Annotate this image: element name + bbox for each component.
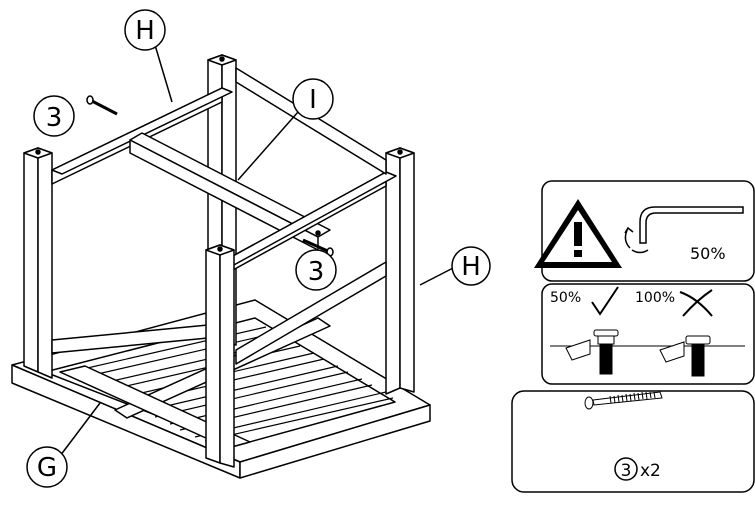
label-3-mid: 3 [308,257,325,287]
post-front-right [205,244,235,468]
bolt-half-icon [565,329,619,375]
label-i: I [309,85,317,115]
cross-icon [679,289,713,317]
callout-3-left [33,95,75,137]
post-back-right [385,147,415,395]
compare-full: 100% [635,290,675,306]
label-g: G [37,453,57,483]
callout-h-top [124,9,166,51]
panel-compare: 50% 100% [541,283,755,385]
callout-h-right [451,246,491,286]
allen-key-icon [624,206,744,254]
label-3-left: 3 [46,103,63,133]
callout-g [26,446,68,488]
callout-3-mid [295,249,337,291]
panel-tighten: 50% [534,180,755,282]
label-h-top: H [135,16,155,46]
bolt-left [86,95,118,116]
check-icon [591,286,619,316]
bolt-icon [584,391,663,410]
compare-half: 50% [550,290,581,306]
part-qty: x2 [640,461,661,481]
warning-triangle-icon [534,199,622,268]
bolt-full-icon [659,335,711,377]
post-front-left [23,147,53,379]
panel-parts: 3 x2 [511,390,755,493]
label-h-right: H [461,252,481,282]
part-number: 3 [621,461,632,481]
tighten-percent: 50% [690,244,726,263]
callout-i [292,78,334,120]
